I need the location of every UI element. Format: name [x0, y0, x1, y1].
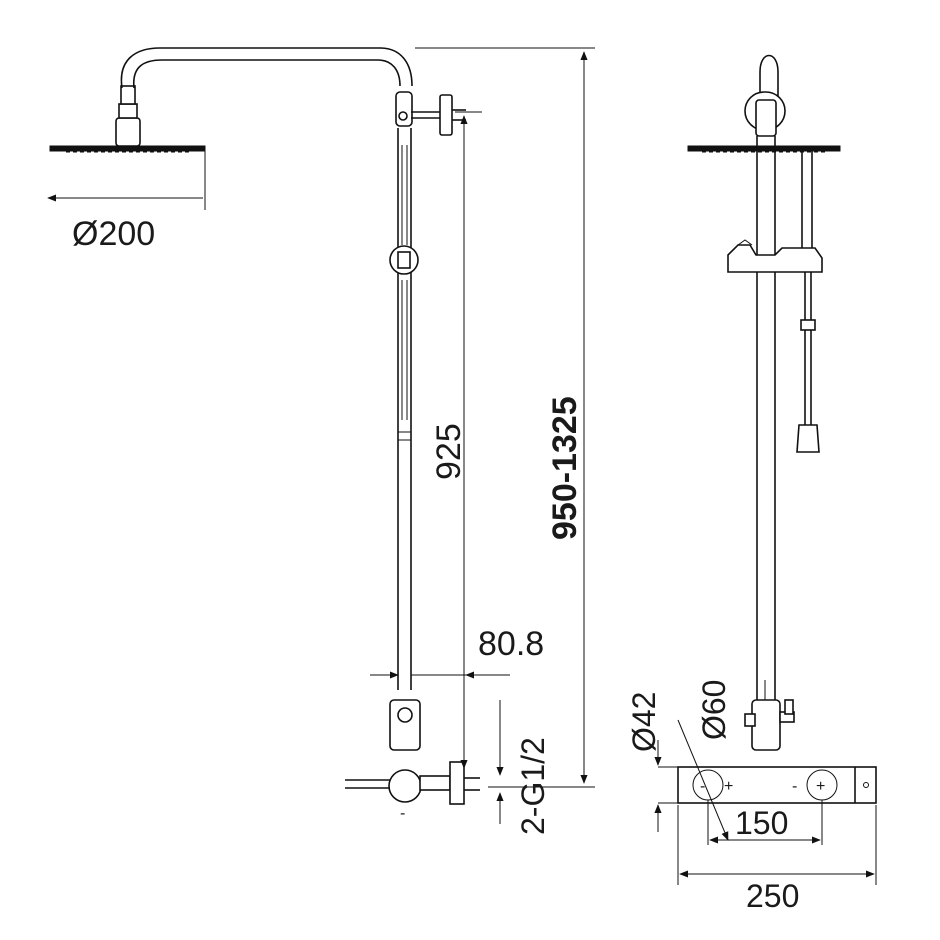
- d60-label: Ø60: [696, 680, 732, 740]
- plus-mark-right: +: [816, 778, 825, 795]
- spacing-label: 150: [735, 805, 788, 841]
- dim-d42: Ø42: [626, 692, 700, 832]
- dim-width: 250: [677, 805, 877, 914]
- slider-holder: [727, 239, 823, 273]
- dim-inlet: 2-G1/2: [496, 700, 551, 835]
- side-view: Ø200 925 950-1325 80.8 2-G1/2 -: [47, 47, 595, 835]
- overhead-arm: [120, 47, 413, 89]
- inlet-label: 2-G1/2: [515, 737, 551, 835]
- dim-d60: Ø60: [677, 680, 732, 841]
- plus-mark-left: +: [724, 778, 733, 795]
- total-height-label: 950-1325: [546, 396, 584, 540]
- dim-total-height: 950-1325: [415, 47, 595, 788]
- width-label: 250: [746, 878, 799, 914]
- riser-pipe-front: [756, 136, 813, 700]
- dim-arm-height: 925: [430, 111, 482, 769]
- shower-head-side: [49, 85, 206, 153]
- mixer-body-side: [345, 699, 480, 805]
- riser-pipe: [389, 91, 419, 690]
- overhead-arm-front: [687, 54, 841, 153]
- mixer-bar-front: - + - +: [677, 766, 877, 804]
- hand-shower: [796, 272, 820, 453]
- front-view: - + - + Ø42 Ø60 150: [626, 54, 877, 914]
- minus-mark-left: -: [700, 778, 705, 795]
- minus-mark-right: -: [792, 778, 797, 795]
- dim-head-diameter: Ø200: [47, 150, 206, 253]
- dim-spacing: 150: [707, 800, 823, 845]
- offset-label: 80.8: [478, 625, 544, 663]
- minus-mark: -: [400, 805, 405, 822]
- d42-label: Ø42: [626, 692, 662, 752]
- diverter-knob: [411, 94, 466, 136]
- dim-offset: 80.8: [370, 625, 544, 679]
- front-valve: [744, 680, 795, 751]
- arm-height-label: 925: [430, 423, 468, 480]
- head-diameter-label: Ø200: [72, 215, 155, 253]
